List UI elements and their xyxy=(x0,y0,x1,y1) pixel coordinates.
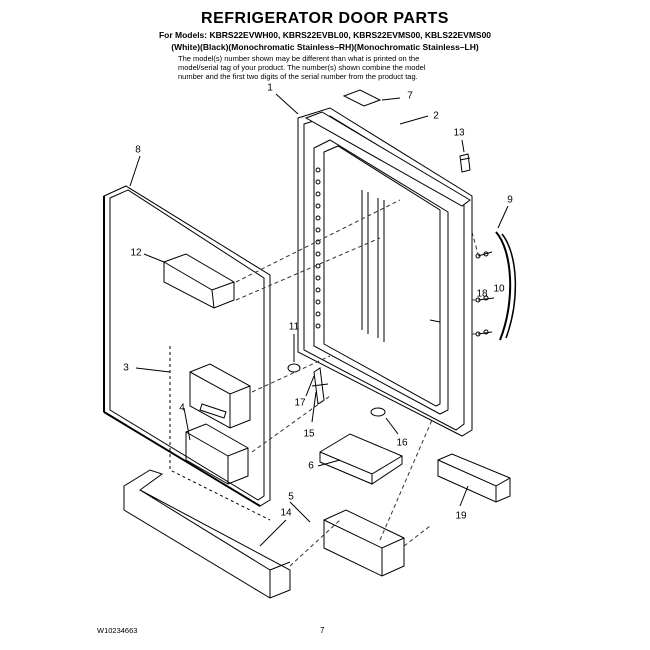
door-bin-5 xyxy=(323,509,405,577)
callout-13: 13 xyxy=(453,127,465,139)
rail-part-19 xyxy=(437,453,511,503)
callout-16: 16 xyxy=(396,437,408,449)
door-bin-14 xyxy=(123,469,291,599)
callout-4: 4 xyxy=(179,402,185,414)
dashed-box xyxy=(169,346,271,521)
callout-5: 5 xyxy=(288,491,294,503)
models-line: For Models: KBRS22EVWH00, KBRS22EVBL00, … xyxy=(158,30,492,40)
callout-3: 3 xyxy=(123,362,129,374)
liner-shelf-holes xyxy=(315,167,321,329)
note-line: model/serial tag of your product. The nu… xyxy=(178,63,426,72)
note-line: number and the first two digits of the s… xyxy=(178,72,418,81)
callout-6: 6 xyxy=(308,460,314,472)
variants-line: (White)(Black)(Monochromatic Stainless–R… xyxy=(171,42,479,52)
shelf-part-6 xyxy=(319,433,403,485)
door-handle xyxy=(475,231,517,341)
callout-10: 10 xyxy=(493,283,505,295)
part-number: W10234663 xyxy=(97,626,138,635)
callout-2: 2 xyxy=(433,110,439,122)
door-shelf-bin xyxy=(163,253,235,309)
leader-lines xyxy=(129,93,509,547)
callout-1: 1 xyxy=(267,82,273,94)
callout-14: 14 xyxy=(280,507,292,519)
assembly-lines xyxy=(235,199,479,567)
plug-part-13 xyxy=(459,153,471,173)
dispenser-tray xyxy=(199,403,227,419)
outer-door-panel xyxy=(103,185,271,507)
callout-7: 7 xyxy=(407,90,413,102)
door-liner xyxy=(297,107,473,437)
callout-17: 17 xyxy=(294,397,306,409)
page-title: REFRIGERATOR DOOR PARTS xyxy=(201,10,449,27)
callout-8: 8 xyxy=(135,144,141,156)
door-bin-4 xyxy=(185,423,249,485)
callout-9: 9 xyxy=(507,194,513,206)
washer-part-16 xyxy=(370,407,386,417)
callout-11: 11 xyxy=(288,321,300,333)
callout-19: 19 xyxy=(455,510,467,522)
callout-18: 18 xyxy=(476,288,488,300)
tag-part-7 xyxy=(342,89,382,107)
note-line: The model(s) number shown may be differe… xyxy=(178,54,420,63)
page-number: 7 xyxy=(320,626,325,635)
callout-15: 15 xyxy=(303,428,315,440)
callout-12: 12 xyxy=(130,247,142,259)
washer-part-11 xyxy=(287,363,301,373)
hinge-part-17 xyxy=(311,367,329,405)
